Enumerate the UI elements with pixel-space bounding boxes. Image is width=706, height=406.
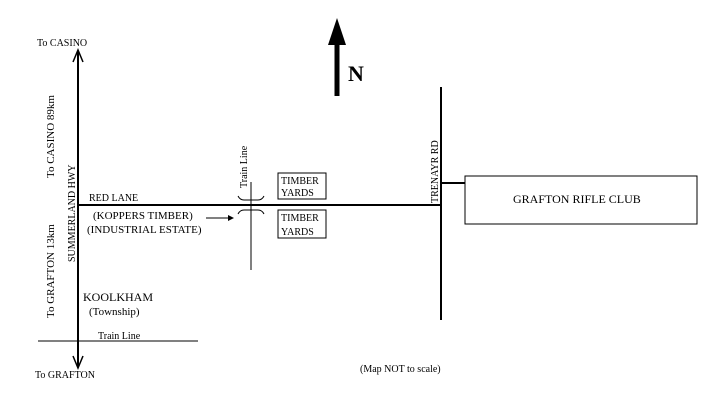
to-casino-label: To CASINO: [37, 38, 87, 49]
lower-train-line: Train Line: [38, 331, 198, 342]
summerland-hwy-label: SUMMERLAND HWY: [67, 165, 78, 263]
rifle-club-label: GRAFTON RIFLE CLUB: [513, 192, 641, 206]
rifle-club-box: [464, 175, 698, 225]
industrial-estate-label: (INDUSTRIAL ESTATE): [87, 224, 202, 236]
north-arrow-head: [328, 18, 346, 45]
township-label: (Township): [89, 306, 140, 318]
pointer-arrow-icon: [228, 215, 234, 221]
lower-train-line-label: Train Line: [98, 331, 141, 342]
trenayr-rd: TRENAYR RD: [430, 87, 465, 320]
north-arrow: N: [328, 18, 364, 96]
red-lane-label: RED LANE: [89, 193, 138, 204]
timber-yards-north: TIMBER YARDS: [277, 172, 327, 200]
timber-yards-south-line1: TIMBER: [281, 213, 319, 224]
upper-train-line-label: Train Line: [239, 145, 250, 188]
grafton-rifle-club: GRAFTON RIFLE CLUB: [464, 175, 698, 225]
scale-note: (Map NOT to scale): [360, 364, 441, 375]
timber-yards-south: TIMBER YARDS: [277, 209, 327, 239]
timber-yards-north-box: [277, 172, 327, 200]
summerland-highway: To CASINO To GRAFTON To CASINO 89km SUMM…: [35, 38, 95, 381]
koolkham: KOOLKHAM (Township): [83, 290, 153, 318]
timber-yards-north-line2: YARDS: [281, 188, 314, 199]
timber-yards-north-line1: TIMBER: [281, 176, 319, 187]
arrow-down-icon: [72, 355, 84, 370]
timber-yards-south-line2: YARDS: [281, 227, 314, 238]
koolkham-label: KOOLKHAM: [83, 290, 153, 304]
bridge-upper-icon: [237, 195, 265, 201]
koppers-timber-label: (KOPPERS TIMBER): [93, 210, 193, 222]
upper-train-line: Train Line: [237, 145, 265, 270]
arrow-up-icon: [72, 48, 84, 63]
red-lane: RED LANE (KOPPERS TIMBER) (INDUSTRIAL ES…: [79, 193, 441, 236]
north-label: N: [348, 61, 364, 86]
to-grafton-distance-label: To GRAFTON 13km: [45, 224, 57, 318]
to-casino-distance-label: To CASINO 89km: [45, 95, 57, 178]
trenayr-rd-label: TRENAYR RD: [430, 140, 441, 203]
timber-yards-south-box: [277, 209, 327, 239]
bridge-lower-icon: [237, 209, 265, 215]
to-grafton-label: To GRAFTON: [35, 370, 95, 381]
